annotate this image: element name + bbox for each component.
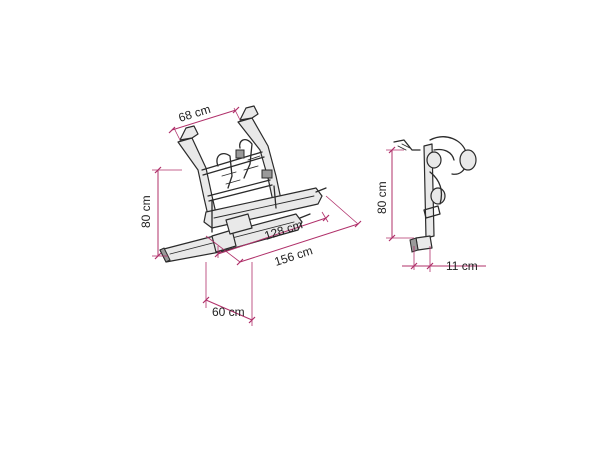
left-top-hook <box>179 125 199 141</box>
side-top-hook <box>393 139 421 151</box>
lower-crossbar <box>207 179 271 197</box>
right-dimension-lines <box>386 146 486 272</box>
dim-line-128 <box>217 217 327 255</box>
dim-line-60 <box>205 299 253 321</box>
side-crossbar-section-1 <box>426 151 442 169</box>
rail-end-cap <box>159 247 171 263</box>
holding-arm-2 <box>239 139 253 179</box>
label-11cm: 11 cm <box>446 259 478 273</box>
side-arm-knob <box>459 149 477 171</box>
side-crossbar-section-2 <box>430 187 446 205</box>
dim-line-68 <box>171 109 237 131</box>
upper-crossbar <box>201 151 263 171</box>
rack-side-view <box>393 136 477 253</box>
arm-clamp-2 <box>261 169 273 179</box>
arm-clamp-1 <box>235 149 245 159</box>
rack-perspective-view <box>159 105 327 263</box>
label-80cm-front: 80 cm <box>139 195 153 228</box>
dim-line-156 <box>239 223 359 263</box>
right-frame-arm <box>237 117 283 207</box>
label-156cm: 156 cm <box>273 243 315 268</box>
left-dimension-lines <box>152 106 362 326</box>
label-80cm-side: 80 cm <box>375 181 389 214</box>
label-60cm: 60 cm <box>212 305 245 319</box>
label-68cm: 68 cm <box>177 102 212 125</box>
right-top-hook <box>239 105 259 121</box>
rear-wheel-rail <box>203 187 323 229</box>
holding-arm-1 <box>216 152 233 189</box>
